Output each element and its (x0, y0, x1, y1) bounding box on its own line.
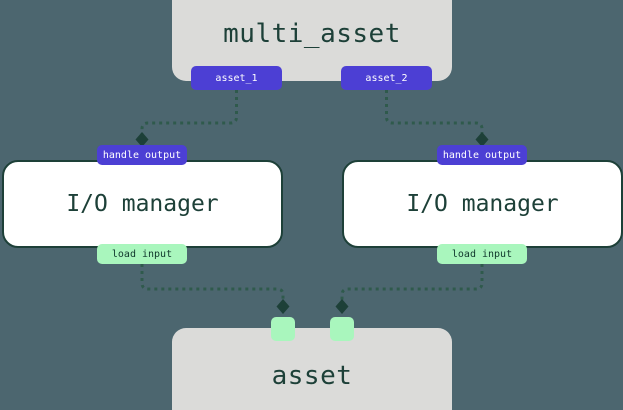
badge-asset-2-label: asset_2 (365, 72, 408, 84)
node-io-manager-left[interactable]: I/O manager (2, 160, 283, 248)
edge-load-input-right-asset-port-right (340, 264, 484, 306)
badge-handle-output-left[interactable]: handle output (97, 145, 187, 165)
edge-arrowhead-asset-port-left (276, 299, 290, 314)
node-io-manager-right[interactable]: I/O manager (342, 160, 623, 248)
badge-handle-output-right-label: handle output (442, 149, 522, 161)
badge-load-input-left[interactable]: load input (97, 244, 187, 264)
edge-load-input-left-asset-port-left (140, 264, 285, 306)
badge-asset-1[interactable]: asset_1 (191, 66, 282, 90)
node-multi-asset-label: multi_asset (223, 18, 401, 49)
badge-load-input-right-label: load input (451, 248, 513, 260)
badge-load-input-left-label: load input (111, 248, 173, 260)
node-asset[interactable]: asset (172, 328, 452, 410)
badge-asset-2[interactable]: asset_2 (341, 66, 432, 90)
edge-asset1-handle-output-left (140, 90, 238, 139)
edge-asset2-handle-output-right (385, 90, 484, 139)
node-io-manager-right-label: I/O manager (406, 191, 559, 217)
badge-handle-output-left-label: handle output (102, 149, 182, 161)
badge-handle-output-right[interactable]: handle output (437, 145, 527, 165)
asset-port-right[interactable] (330, 317, 354, 341)
node-io-manager-left-label: I/O manager (66, 191, 219, 217)
asset-port-left[interactable] (271, 317, 295, 341)
badge-asset-1-label: asset_1 (215, 72, 258, 84)
edge-arrowhead-asset-port-right (335, 299, 349, 314)
badge-load-input-right[interactable]: load input (437, 244, 527, 264)
node-asset-label: asset (271, 360, 353, 391)
